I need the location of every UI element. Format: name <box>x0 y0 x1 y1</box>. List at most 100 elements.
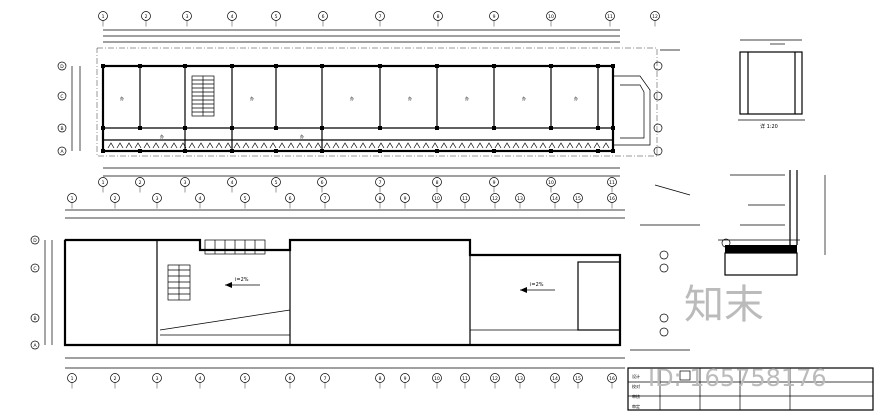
corridor-marker <box>503 142 511 149</box>
roof-axis-label: 1 <box>71 196 74 202</box>
roof-axis-2: 2 <box>110 193 120 210</box>
title-row-label: 审定 <box>632 403 640 409</box>
roof-axis-bottom-label: 3 <box>156 376 159 382</box>
roof-row-axis-3: B <box>30 313 40 323</box>
roof-axis-label: 2 <box>114 196 117 202</box>
corridor-marker <box>170 142 178 149</box>
corridor-marker <box>548 142 556 149</box>
top-corridor-markers <box>107 142 610 149</box>
column-mid-8 <box>435 126 439 130</box>
column-top-4 <box>230 64 234 68</box>
column-top-5 <box>274 64 278 68</box>
corridor-marker <box>530 142 538 149</box>
top-axis-label: 3 <box>186 14 189 20</box>
column-bot-8 <box>435 149 439 153</box>
roof-axis-label: 12 <box>492 196 498 202</box>
roof-axis-bottom-6: 6 <box>285 373 295 390</box>
roof-axis-bottom-4: 4 <box>195 373 205 390</box>
corridor-marker <box>386 142 394 149</box>
roof-axis-6: 6 <box>285 193 295 210</box>
roof-axis-label: 6 <box>289 196 292 202</box>
top-axis-bottom-label: 2 <box>139 180 142 186</box>
corridor-marker <box>152 142 160 149</box>
roof-building-outline <box>63 238 622 347</box>
column-bot-7 <box>378 149 382 153</box>
top-axis-bottom-label: 9 <box>493 180 496 186</box>
top-axis-bottom-label: 4 <box>231 180 234 186</box>
column-mid-4 <box>230 126 234 130</box>
top-row-axis-label: C <box>60 94 63 100</box>
column-mid-2 <box>138 126 142 130</box>
column-top-1 <box>101 64 105 68</box>
column-mid-12 <box>611 126 615 130</box>
watermark: 知末 ID: 165758176 <box>648 282 827 392</box>
corridor-marker <box>233 142 241 149</box>
watermark-brand: 知末 <box>684 282 764 328</box>
top-axis-10: 10 <box>546 11 556 28</box>
top-axis-bottom-2: 2 <box>135 177 145 194</box>
top-axis-label: 4 <box>231 14 234 20</box>
column-top-7 <box>378 64 382 68</box>
corridor-marker <box>296 142 304 149</box>
top-axis-label: 9 <box>493 14 496 20</box>
roof-axis-16: 16 <box>607 193 617 210</box>
top-axis-bottom-9: 9 <box>489 177 499 194</box>
roof-axis-bottom-10: 10 <box>432 373 442 390</box>
title-row-label: 校对 <box>632 383 640 389</box>
roof-axis-bottom-label: 14 <box>552 376 558 382</box>
column-bot-12 <box>611 149 615 153</box>
roof-axis-bottom-label: 5 <box>244 376 247 382</box>
roof-axis-bottom-14: 14 <box>550 373 560 390</box>
corridor-marker <box>413 142 421 149</box>
corridor-marker <box>341 142 349 149</box>
corridor-marker <box>521 142 529 149</box>
top-axis-7: 7 <box>375 11 385 28</box>
column-top-8 <box>435 64 439 68</box>
roof-row-axis-1: D <box>30 235 40 245</box>
roof-axis-bottom-label: 11 <box>462 376 468 382</box>
corridor-marker <box>350 142 358 149</box>
roof-axis-bottom-label: 1 <box>71 376 74 382</box>
roof-axis-bottom-16: 16 <box>607 373 617 390</box>
roof-axis-bottom-9: 9 <box>400 373 410 390</box>
column-mid-6 <box>320 126 324 130</box>
roof-axis-bottom-label: 9 <box>404 376 407 382</box>
roof-axis-7: 7 <box>320 193 330 210</box>
corridor-marker <box>431 142 439 149</box>
corridor-marker <box>476 142 484 149</box>
room-label: 办 <box>465 95 469 101</box>
top-axis-bottom-label: 8 <box>436 180 439 186</box>
top-right-detail: 详 1:20 <box>738 39 805 130</box>
roof-axis-bottom-8: 8 <box>375 373 385 390</box>
column-bot-2 <box>138 149 142 153</box>
top-axis-label: 8 <box>437 14 440 20</box>
corridor-marker <box>395 142 403 149</box>
top-axis-label: 12 <box>652 14 658 20</box>
top-axis-label: 10 <box>548 14 554 20</box>
roof-axis-5: 5 <box>240 193 250 210</box>
corridor-marker <box>593 142 601 149</box>
column-mid-7 <box>378 126 382 130</box>
roof-axis-bottom-label: 4 <box>199 376 202 382</box>
room-label: 办 <box>250 95 254 101</box>
roof-axis-3: 3 <box>152 193 162 210</box>
top-row-axis-2: C <box>57 91 67 101</box>
top-axis-bottom-7: 7 <box>375 177 385 194</box>
roof-axis-bottom-label: 13 <box>517 376 523 382</box>
roof-axis-bottom-7: 7 <box>320 373 330 390</box>
roof-axis-bottom-label: 6 <box>289 376 292 382</box>
top-axis-6: 6 <box>318 11 328 28</box>
roof-axis-label: 11 <box>462 196 468 202</box>
corridor-marker <box>368 142 376 149</box>
roof-axis-12: 12 <box>490 193 500 210</box>
roof-axis-label: 14 <box>552 196 558 202</box>
corridor-marker <box>125 142 133 149</box>
roof-axis-label: 5 <box>244 196 247 202</box>
corridor-marker <box>539 142 547 149</box>
column-mid-11 <box>596 126 600 130</box>
top-axis-12: 12 <box>650 11 660 28</box>
